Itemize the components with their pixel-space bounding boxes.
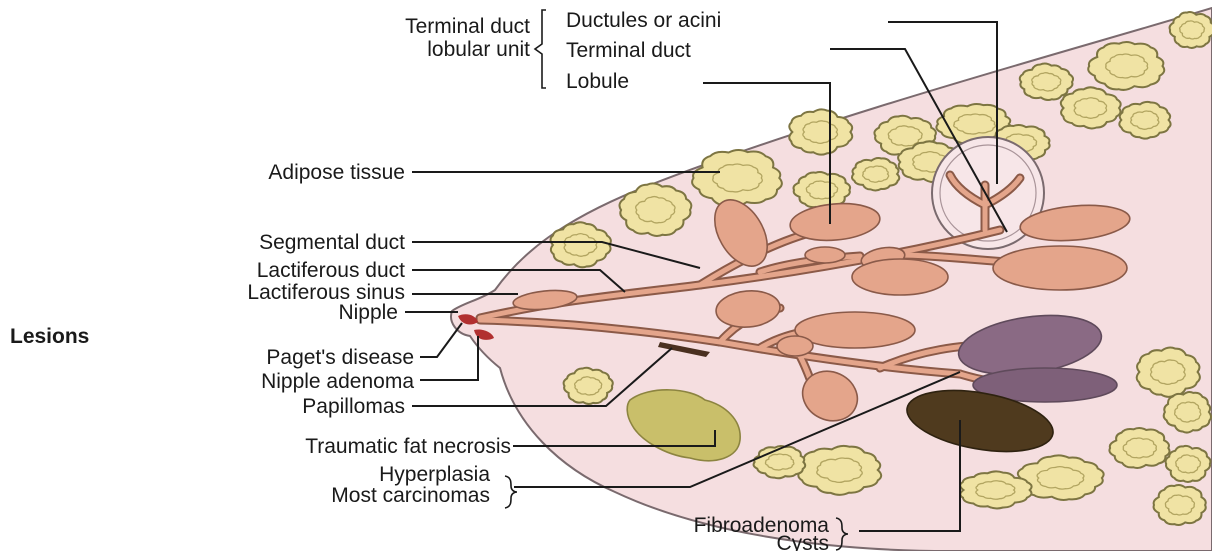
label-terminal-duct-lobular-unit-1: Terminal duct: [405, 15, 530, 38]
label-pagets-disease: Paget's disease: [266, 346, 414, 369]
adipose-lobule: [692, 150, 782, 206]
adipose-lobule: [754, 446, 806, 478]
lobule-shape: [777, 336, 813, 356]
label-most-carcinomas: Most carcinomas: [331, 484, 490, 507]
lobule-shape: [852, 259, 948, 295]
lobule-shape: [993, 246, 1127, 290]
label-hyperplasia: Hyperplasia: [379, 463, 490, 486]
adipose-lobule: [1154, 485, 1206, 525]
label-traumatic-fat-necrosis: Traumatic fat necrosis: [305, 435, 511, 458]
adipose-lobule: [1119, 102, 1170, 139]
lobule-shape: [805, 247, 845, 263]
label-segmental-duct: Segmental duct: [259, 231, 405, 254]
lobule-shape: [795, 312, 915, 348]
label-nipple-adenoma: Nipple adenoma: [261, 370, 414, 393]
label-lobule: Lobule: [566, 70, 629, 93]
adipose-lobule: [1170, 12, 1212, 48]
adipose-lobule: [1166, 446, 1211, 482]
label-cysts: Cysts: [777, 532, 830, 551]
adipose-lobule: [564, 368, 613, 404]
label-terminal-duct: Terminal duct: [566, 39, 691, 62]
label-nipple: Nipple: [338, 301, 398, 324]
label-lactiferous-duct: Lactiferous duct: [257, 259, 405, 282]
label-ductules-or-acini: Ductules or acini: [566, 9, 721, 32]
label-papillomas: Papillomas: [302, 395, 405, 418]
label-lesions-heading: Lesions: [10, 325, 89, 348]
adipose-lobule: [1109, 428, 1169, 468]
label-terminal-duct-lobular-unit-2: lobular unit: [427, 38, 530, 61]
adipose-lobule: [620, 183, 692, 236]
label-adipose-tissue: Adipose tissue: [268, 161, 405, 184]
adipose-lobule: [793, 172, 850, 208]
adipose-lobule: [1088, 42, 1164, 90]
